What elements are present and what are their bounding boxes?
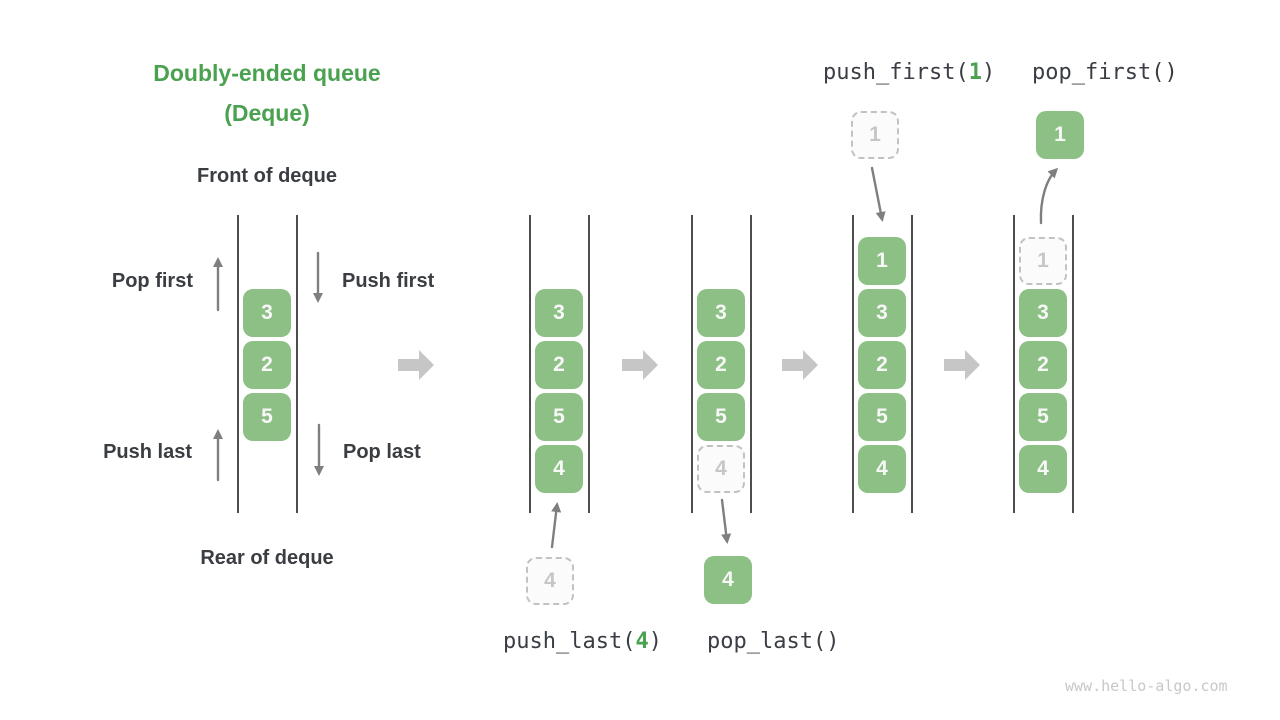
deque-wall-left (1013, 215, 1015, 513)
deque-wall-left (852, 215, 854, 513)
deque-wall-right (911, 215, 913, 513)
deque-item: 1 (858, 237, 906, 285)
deque-item: 3 (858, 289, 906, 337)
deque-wall-left (691, 215, 693, 513)
deque-item: 4 (1019, 445, 1067, 493)
rear-of-deque-label: Rear of deque (200, 547, 334, 569)
diagram-title-line1: Doubly-ended queue (153, 60, 381, 86)
popped-value-box: 1 (1036, 111, 1084, 159)
removed-slot-box: 4 (697, 445, 745, 493)
deque-push-last: 3 2 5 4 (529, 215, 590, 513)
deque-item: 2 (697, 341, 745, 389)
deque-item: 4 (535, 445, 583, 493)
deque-item: 2 (535, 341, 583, 389)
step-arrow-icon (398, 350, 434, 380)
deque-item: 2 (1019, 341, 1067, 389)
watermark: www.hello-algo.com (1065, 677, 1228, 695)
incoming-value-box: 1 (851, 111, 899, 159)
removed-slot-box: 1 (1019, 237, 1067, 285)
deque-wall-right (750, 215, 752, 513)
deque-initial: 3 2 5 (237, 215, 298, 513)
deque-item: 3 (535, 289, 583, 337)
deque-wall-right (588, 215, 590, 513)
deque-item: 3 (243, 289, 291, 337)
push-first-insert-arrow (870, 166, 886, 222)
deque-wall-right (1072, 215, 1074, 513)
front-of-deque-label: Front of deque (197, 165, 337, 187)
deque-item: 5 (1019, 393, 1067, 441)
code-text: ) (648, 629, 662, 654)
code-label-push-last: push_last(4) (503, 629, 662, 654)
deque-wall-left (237, 215, 239, 513)
pop-last-label: Pop last (343, 441, 421, 463)
push-last-label: Push last (103, 441, 192, 463)
deque-push-first: 1 3 2 5 4 (852, 215, 913, 513)
code-label-pop-first: pop_first() (1032, 60, 1178, 85)
code-label-pop-last: pop_last() (707, 629, 840, 654)
popped-value-box: 4 (704, 556, 752, 604)
deque-item: 4 (858, 445, 906, 493)
push-first-label: Push first (342, 270, 435, 292)
code-label-push-first: push_first(1) (823, 60, 995, 85)
step-arrow-icon (782, 350, 818, 380)
deque-item: 3 (697, 289, 745, 337)
code-arg: 4 (635, 629, 649, 654)
deque-item: 5 (858, 393, 906, 441)
code-text: push_last( (503, 629, 636, 654)
code-text: ) (981, 60, 996, 85)
deque-item: 3 (1019, 289, 1067, 337)
step-arrow-icon (944, 350, 980, 380)
deque-pop-first: 1 3 2 5 4 (1013, 215, 1074, 513)
diagram-title-line2: (Deque) (224, 100, 310, 126)
deque-item: 2 (243, 341, 291, 389)
incoming-value-box: 4 (526, 557, 574, 605)
deque-wall-left (529, 215, 531, 513)
deque-wall-right (296, 215, 298, 513)
deque-pop-last: 3 2 5 4 (691, 215, 752, 513)
step-arrow-icon (622, 350, 658, 380)
deque-item: 2 (858, 341, 906, 389)
deque-item: 5 (697, 393, 745, 441)
pop-first-label: Pop first (111, 270, 193, 292)
code-arg: 1 (968, 60, 982, 85)
deque-item: 5 (243, 393, 291, 441)
deque-item: 5 (535, 393, 583, 441)
code-text: push_first( (823, 60, 969, 85)
